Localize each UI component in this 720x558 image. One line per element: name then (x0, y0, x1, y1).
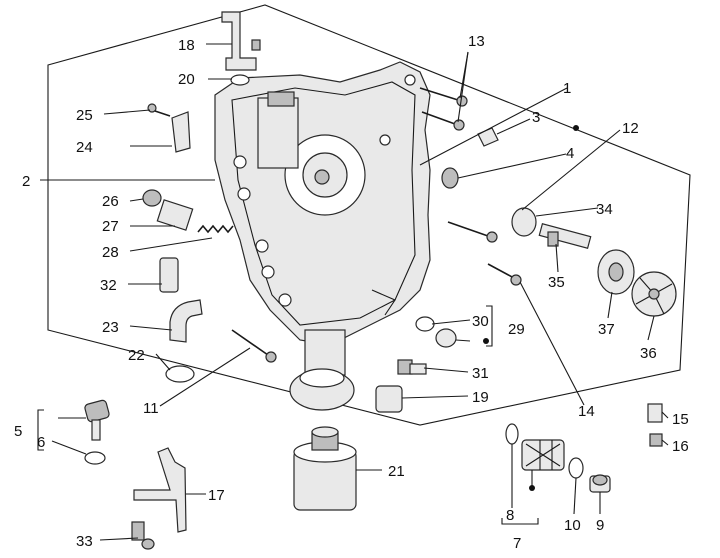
callout-numbers: 1 2 3 4 5 6 7 8 9 10 11 12 13 14 15 16 1… (14, 33, 689, 552)
part-21-oil-filter (293, 426, 357, 511)
callout-8: 8 (506, 507, 514, 524)
callout-22: 22 (128, 347, 145, 364)
callout-17: 17 (208, 487, 225, 504)
callout-35: 35 (548, 274, 565, 291)
part-26-27-28 (142, 189, 234, 234)
part-17-33-bracket (131, 447, 187, 550)
callout-21: 21 (388, 463, 405, 480)
callout-33: 33 (76, 533, 93, 550)
callout-24: 24 (76, 139, 93, 156)
part-15-clip (647, 403, 663, 423)
part-8-strainer (505, 423, 565, 471)
callout-4: 4 (566, 145, 574, 162)
callout-36: 36 (640, 345, 657, 362)
callout-37: 37 (598, 321, 615, 338)
callout-28: 28 (102, 244, 119, 261)
callout-26: 26 (102, 193, 119, 210)
part-24-25-bracket (147, 103, 191, 153)
callout-25: 25 (76, 107, 93, 124)
callout-30: 30 (472, 313, 489, 330)
part-34-seal (511, 207, 537, 237)
callout-12: 12 (622, 120, 639, 137)
group-brackets (37, 125, 579, 525)
callout-29: 29 (508, 321, 525, 338)
callout-16: 16 (672, 438, 689, 455)
callout-3: 3 (532, 109, 540, 126)
callout-6: 6 (37, 434, 45, 451)
part-14-bolt (487, 263, 522, 286)
callout-2: 2 (22, 173, 30, 190)
part-30-plug (415, 316, 457, 348)
callout-34: 34 (596, 201, 613, 218)
callout-14: 14 (578, 403, 595, 420)
part-16-clip (649, 433, 663, 447)
callout-19: 19 (472, 389, 489, 406)
assembly-frame (47, 4, 691, 426)
part-12-bolt (447, 221, 498, 243)
callout-11: 11 (143, 400, 159, 417)
part-35-shaft (538, 222, 592, 250)
callout-15: 15 (672, 411, 689, 428)
callout-5: 5 (14, 423, 22, 440)
part-5-6-dipstick (84, 399, 110, 465)
crankcase-cover (214, 61, 431, 346)
part-36-impeller (631, 271, 677, 317)
part-22-clamp (165, 365, 195, 383)
leader-lines (40, 43, 669, 541)
callout-23: 23 (102, 319, 119, 336)
callout-1: 1 (563, 80, 571, 97)
part-23-elbow-hose (169, 299, 203, 343)
callout-20: 20 (178, 71, 195, 88)
part-19-bushing (375, 385, 403, 413)
callout-32: 32 (100, 277, 117, 294)
part-10-oring (568, 457, 584, 479)
part-18-breather-pipe (221, 11, 261, 86)
part-31-sensor (397, 359, 427, 375)
part-32-plate (159, 257, 179, 293)
oil-neck (289, 329, 355, 411)
callout-31: 31 (472, 365, 489, 382)
callout-27: 27 (102, 218, 119, 235)
part-9-cap (589, 474, 611, 493)
part-3-cap (477, 127, 499, 147)
callout-9: 9 (596, 517, 604, 534)
part-4-seal (441, 167, 459, 189)
callout-13: 13 (468, 33, 485, 50)
part-11-bolt (231, 329, 277, 363)
callout-7: 7 (513, 535, 521, 552)
callout-18: 18 (178, 37, 195, 54)
callout-10: 10 (564, 517, 581, 534)
part-37-pulley (597, 249, 635, 295)
